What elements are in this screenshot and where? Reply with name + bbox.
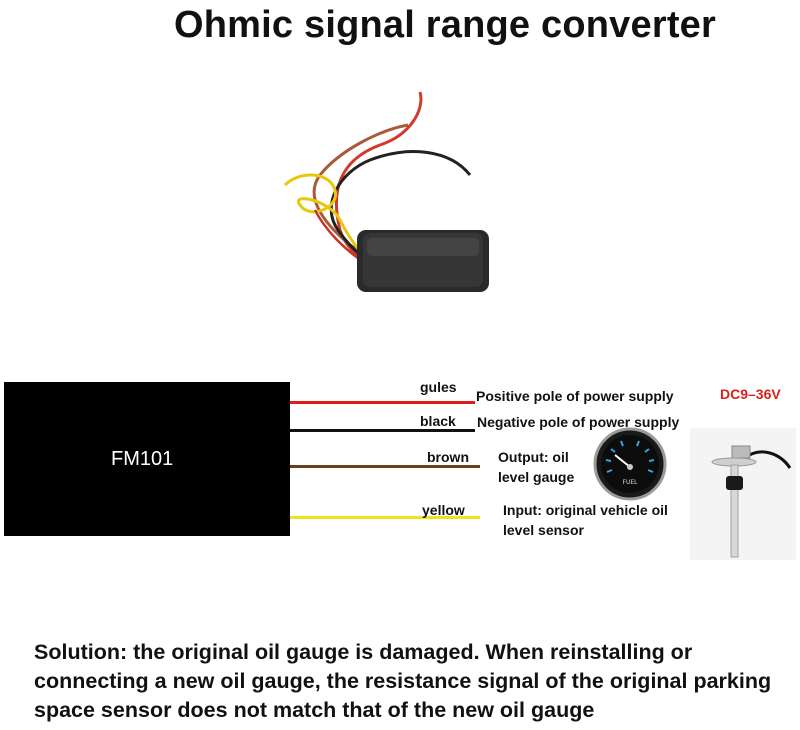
fm101-module: FM101	[4, 382, 290, 536]
wire-black	[290, 429, 475, 432]
wire-label-brown: brown	[427, 449, 469, 465]
gauge-face-text: FUEL	[623, 479, 639, 486]
wire-label-gules: gules	[420, 379, 457, 395]
wire-desc-yellow-line2: level sensor	[503, 522, 584, 538]
wire-desc-gules: Positive pole of power supply	[476, 388, 674, 404]
wire-desc-brown-line1: Output: oil	[498, 449, 569, 465]
wire-desc-brown: Output: oil level gauge	[498, 447, 574, 487]
module-label: FM101	[111, 448, 174, 470]
voltage-label: DC9–36V	[720, 386, 781, 402]
fuel-gauge-icon: FUEL	[593, 427, 667, 501]
wire-yellow	[290, 516, 480, 519]
solution-text: Solution: the original oil gauge is dama…	[34, 640, 772, 722]
wire-desc-brown-line2: level gauge	[498, 469, 575, 485]
wire-gules	[290, 401, 475, 404]
wire-label-yellow: yellow	[422, 502, 465, 518]
fuel-level-sensor-icon	[690, 428, 796, 560]
converter-photo	[283, 91, 489, 292]
wire-desc-black: Negative pole of power supply	[477, 414, 680, 430]
wire-desc-yellow: Input: original vehicle oil level sensor	[503, 500, 668, 540]
wire-label-black: black	[420, 413, 456, 429]
wire-brown	[290, 465, 480, 468]
page-title: Ohmic signal range converter	[174, 4, 716, 46]
wire-desc-yellow-line1: Input: original vehicle oil	[503, 502, 668, 518]
